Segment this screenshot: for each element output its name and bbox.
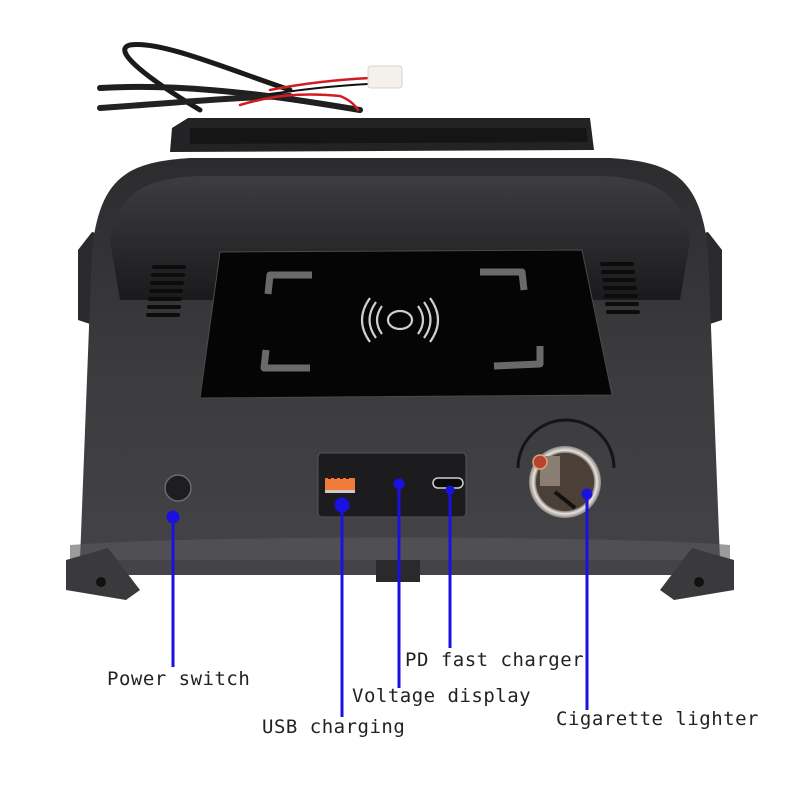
callout-power-switch: Power switch: [107, 668, 251, 690]
connector-plug: [367, 65, 403, 89]
wire-harness: [97, 41, 372, 113]
wireless-charging-pad: [199, 249, 613, 399]
callout-voltage-display: Voltage display: [352, 685, 532, 707]
callout-pd-fast-charger: PD fast charger: [405, 649, 585, 671]
vent-left: [146, 265, 186, 317]
pad-corner-marks: [260, 268, 544, 372]
usb-a-port: [325, 478, 355, 492]
callout-cigarette-lighter: Cigarette lighter: [556, 708, 759, 730]
vent-right: [600, 262, 640, 314]
wireless-charging-icon: [360, 297, 440, 343]
port-panel: [317, 452, 467, 518]
power-switch-button: [164, 474, 192, 502]
callout-lines: [166, 478, 593, 717]
callout-usb-charging: USB charging: [262, 716, 406, 738]
